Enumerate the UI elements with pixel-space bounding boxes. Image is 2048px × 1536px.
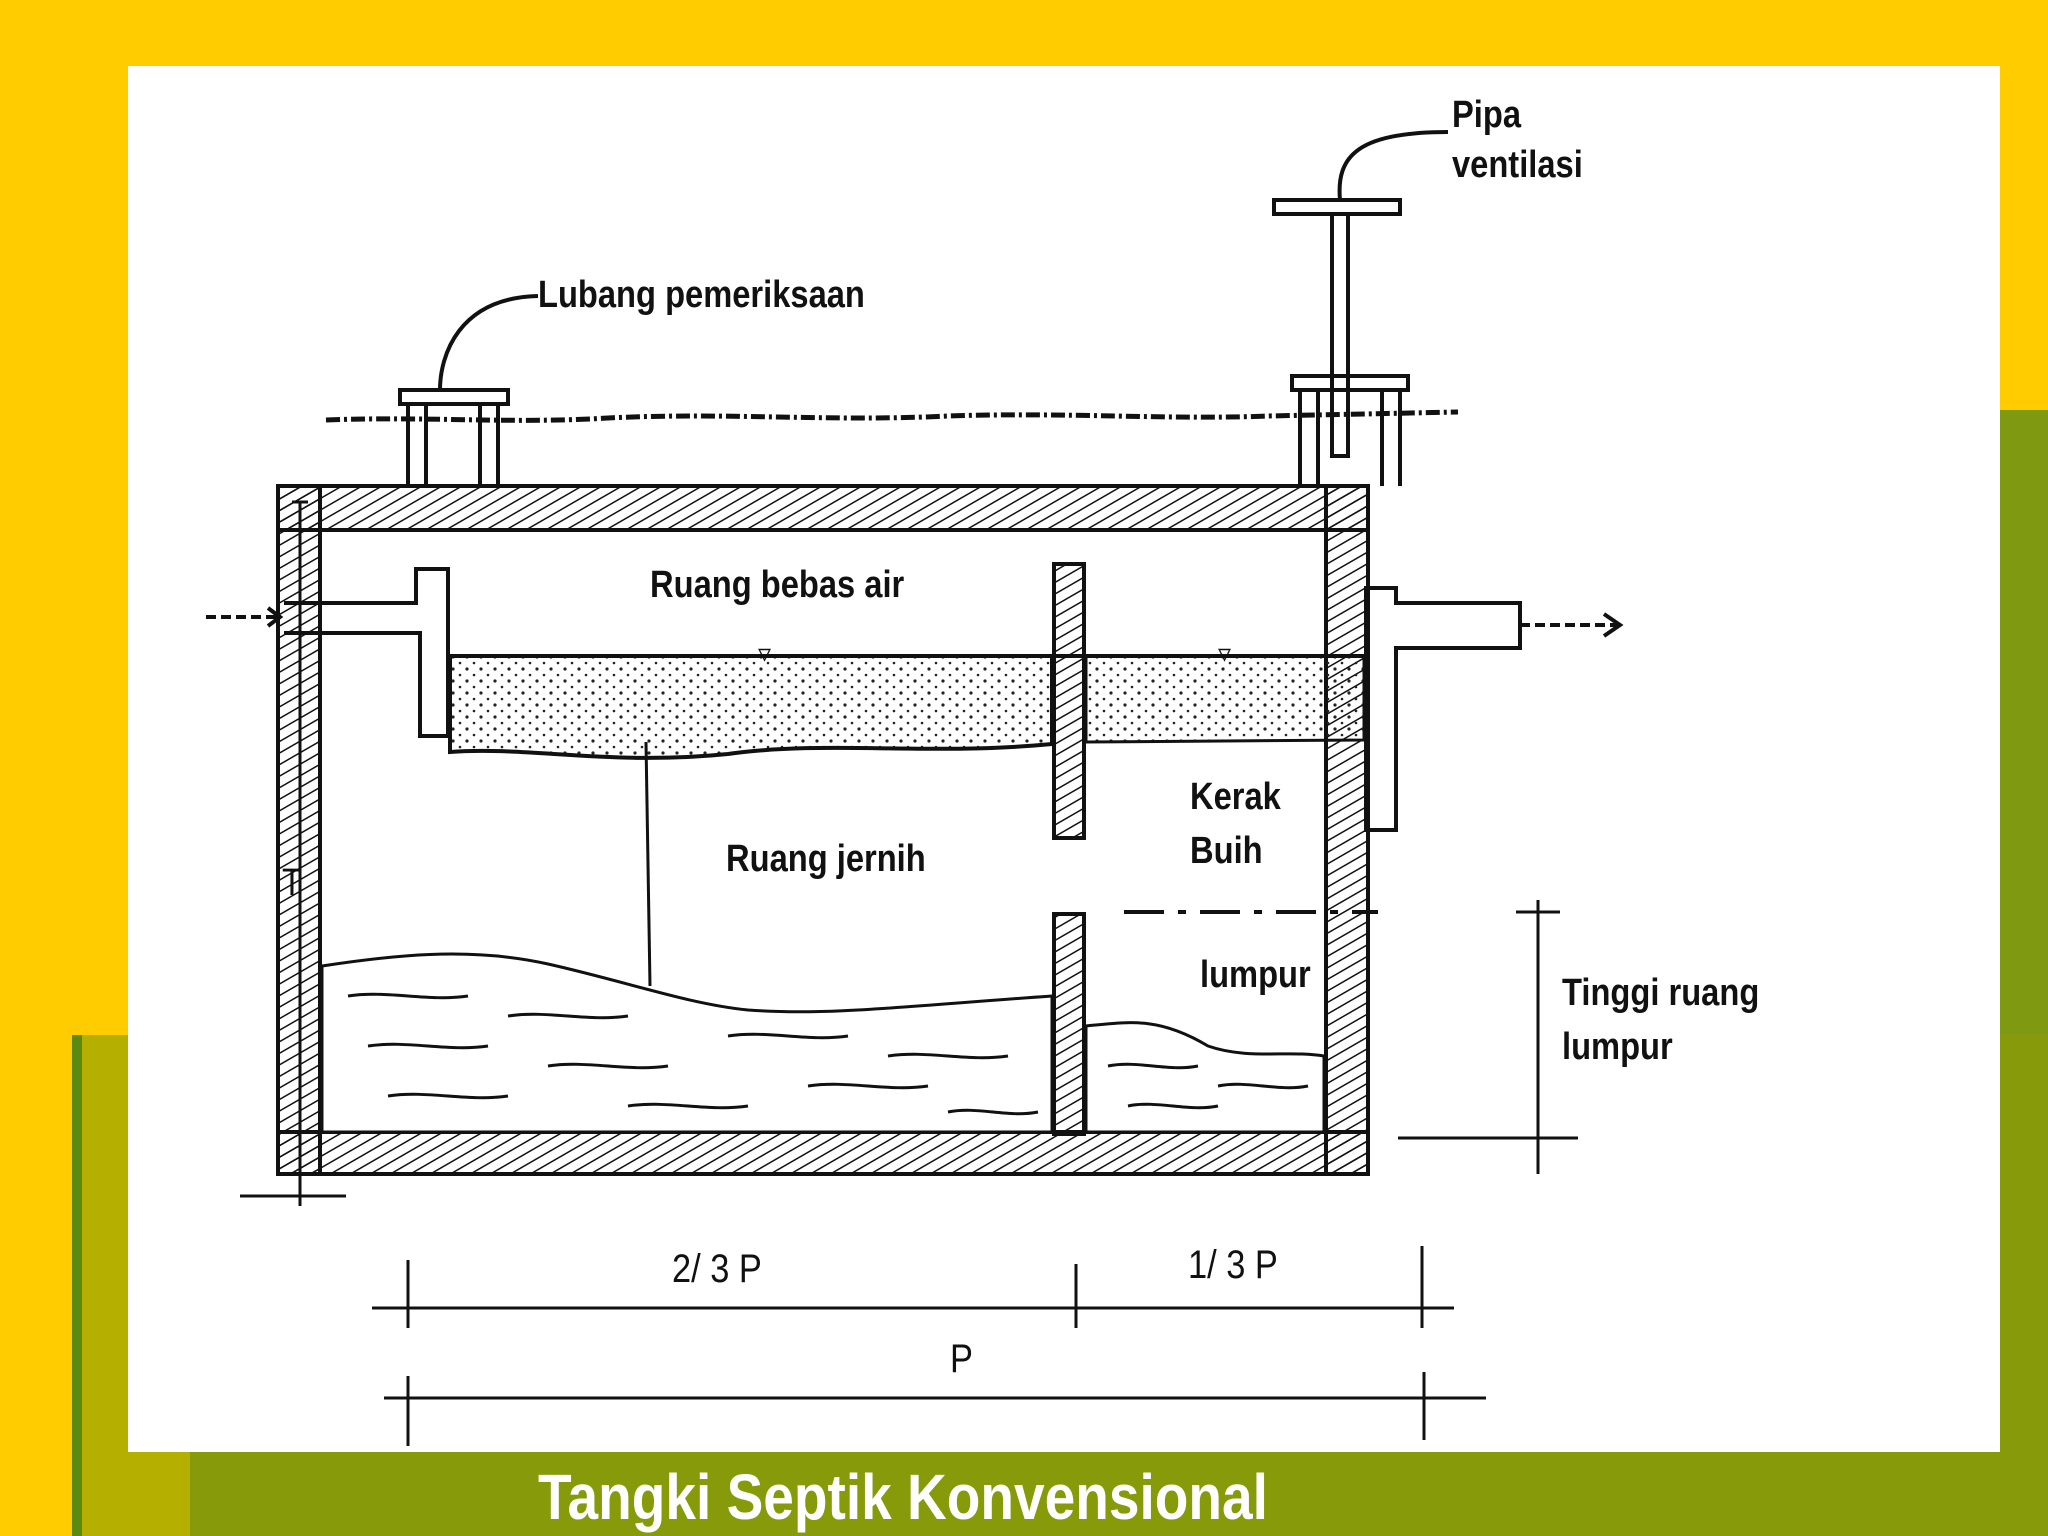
slide-footer-edge [72, 1035, 82, 1536]
label-one-third-p: 1/ 3 P [1188, 1243, 1278, 1287]
pipes [206, 567, 1624, 832]
scum-layer-right [1084, 654, 1366, 744]
label-height-t: T [282, 862, 302, 904]
ground-line [325, 409, 1459, 423]
svg-text:▿: ▿ [1218, 638, 1231, 668]
slide-title: Tangki Septik Konvensional [538, 1461, 1268, 1533]
label-pipa: Pipa [1452, 94, 1522, 136]
label-ruang-bebas-air: Ruang bebas air [650, 564, 905, 606]
label-lumpur-height: lumpur [1562, 1026, 1673, 1068]
sludge-left-texture [347, 992, 1039, 1116]
height-dimension [240, 500, 346, 1206]
tank-walls [276, 484, 1370, 1176]
inspection-hole [398, 294, 539, 486]
label-lumpur: lumpur [1200, 954, 1311, 996]
scum-layer-left [448, 654, 1054, 760]
label-tinggi-ruang: Tinggi ruang [1562, 972, 1760, 1014]
svg-text:▿: ▿ [758, 638, 771, 668]
sludge-right [1084, 1021, 1326, 1134]
label-two-thirds-p: 2/ 3 P [672, 1247, 762, 1291]
clear-zone-leader [644, 741, 652, 987]
vent-pipe [1272, 130, 1449, 486]
sludge-height-dimension [1398, 900, 1578, 1174]
sludge-right-texture [1107, 1062, 1309, 1110]
label-kerak: Kerak [1190, 776, 1281, 818]
label-buih: Buih [1190, 830, 1263, 872]
label-ventilasi: ventilasi [1452, 144, 1583, 186]
length-dimensions [372, 1246, 1486, 1446]
label-ruang-jernih: Ruang jernih [726, 838, 926, 880]
label-lubang-pemeriksaan: Lubang pemeriksaan [538, 274, 865, 316]
septic-tank-diagram: ▿ ▿ [206, 130, 1624, 1446]
label-p: P [950, 1337, 973, 1381]
